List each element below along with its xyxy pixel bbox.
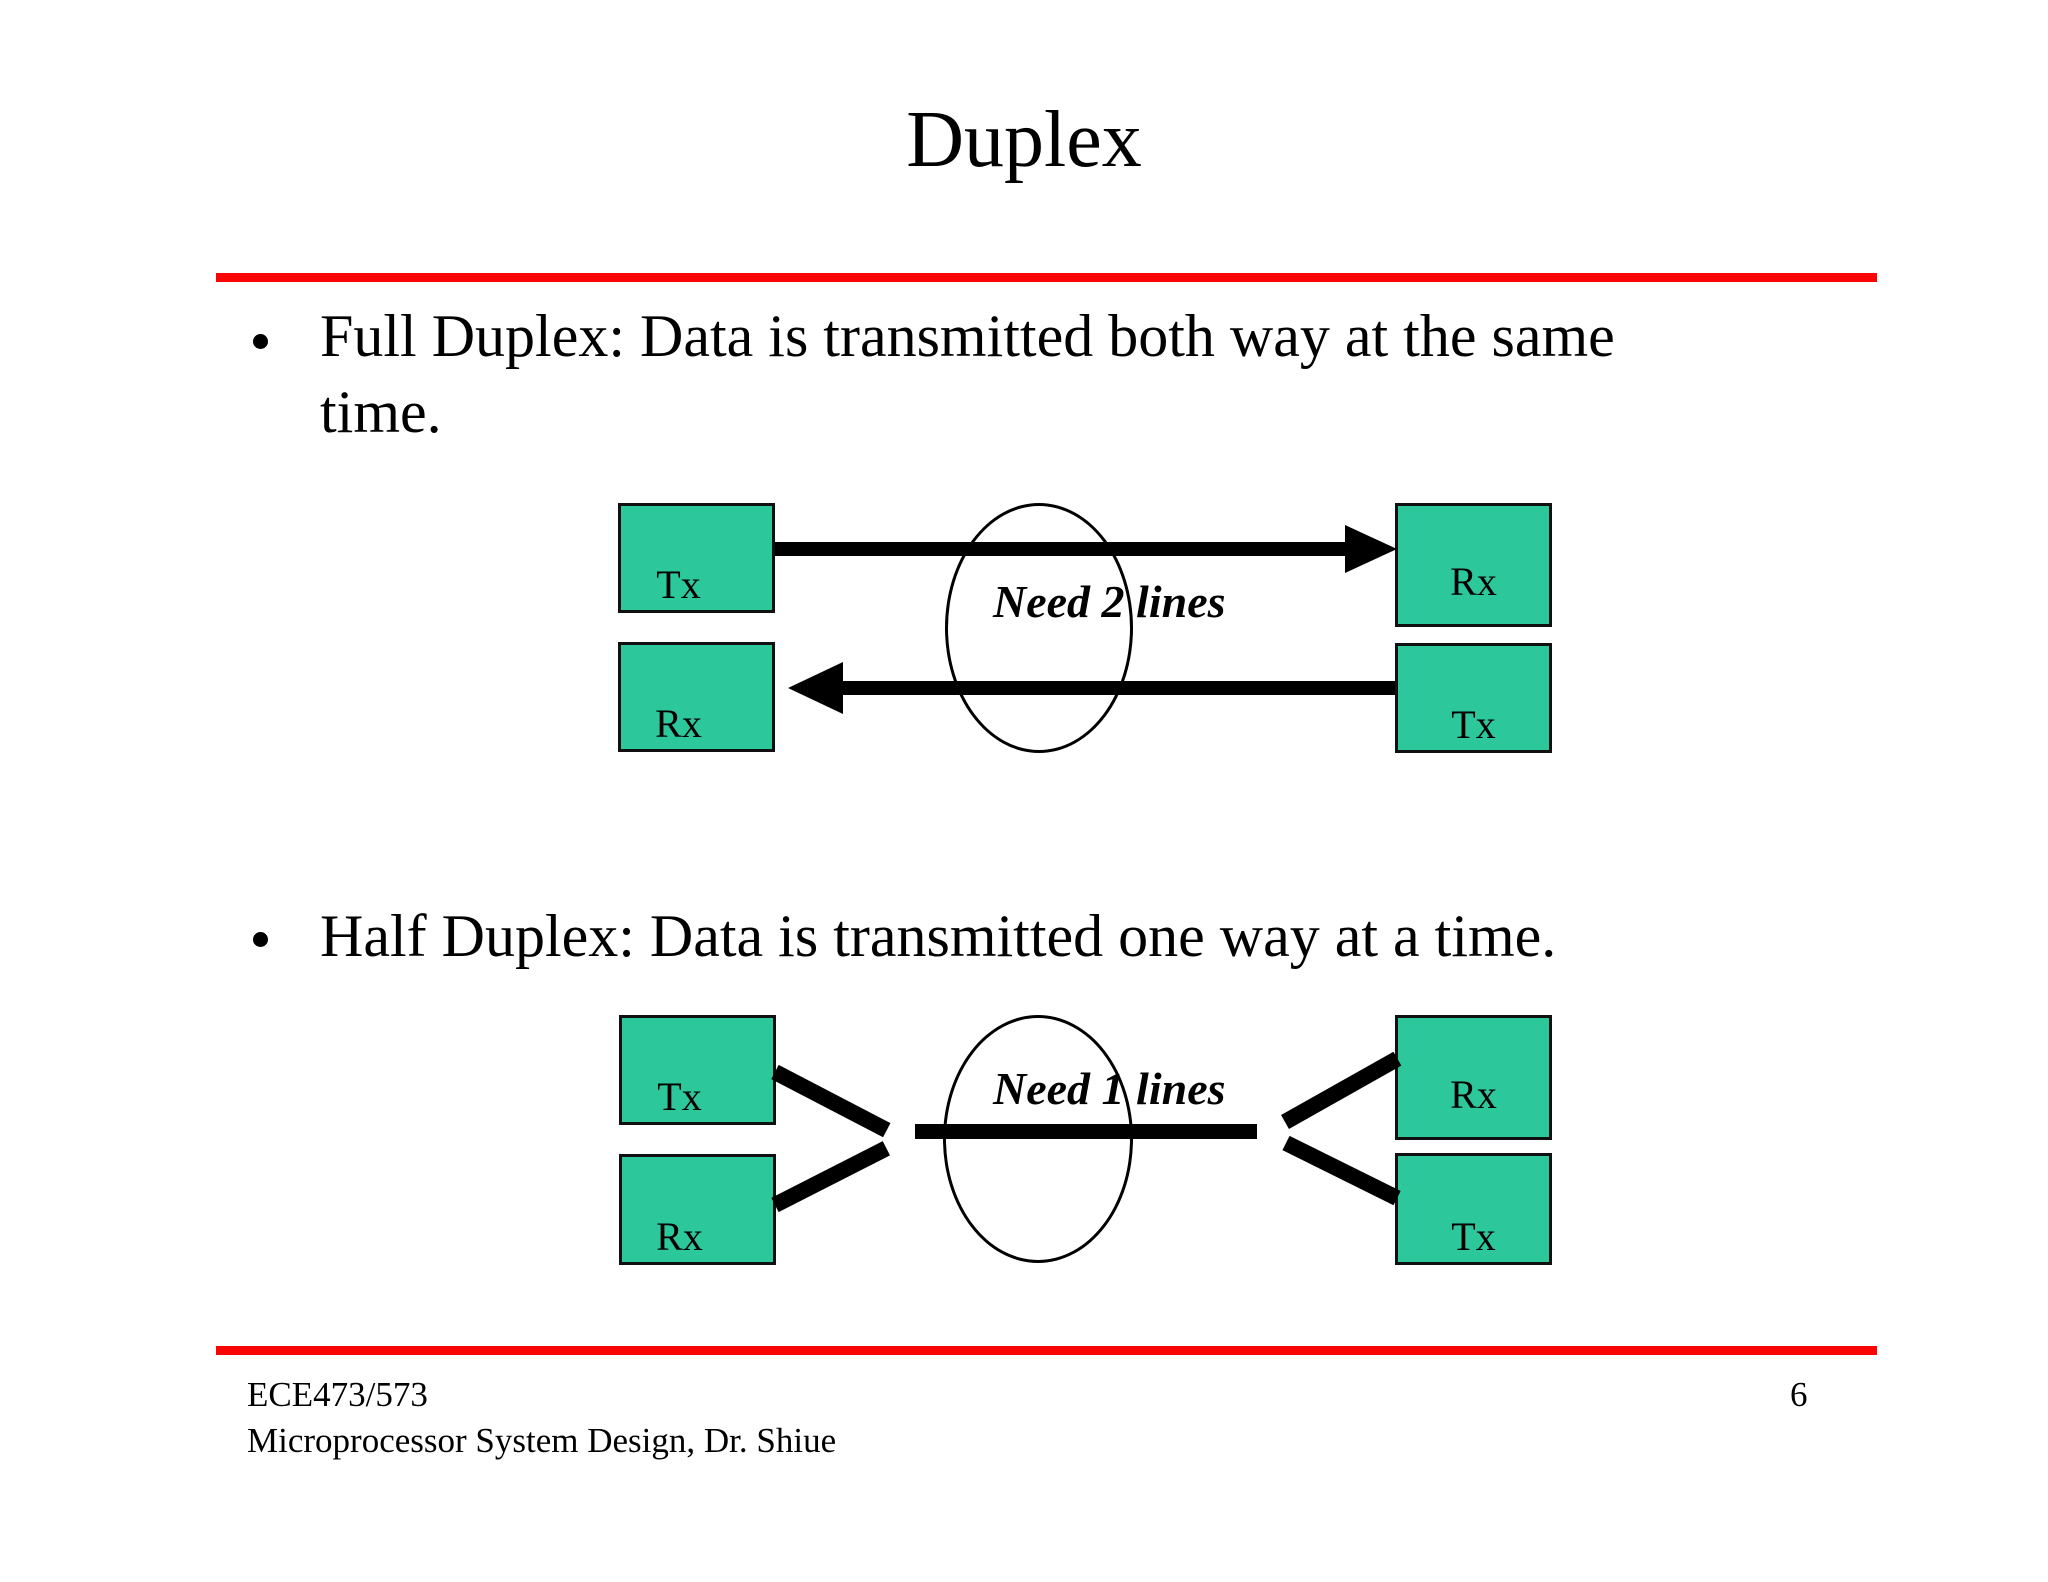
footer: ECE473/573 Microprocessor System Design,…: [247, 1372, 836, 1464]
line-from-tx-left: [771, 1064, 891, 1138]
box-label: Rx: [656, 1214, 703, 1259]
need-1-lines-label: Need 1 lines: [993, 1063, 1226, 1114]
box-label: Tx: [657, 1074, 702, 1119]
full-duplex-rx-right-box: Rx: [1395, 503, 1552, 627]
full-duplex-tx-right-box: Tx: [1395, 643, 1552, 753]
full-duplex-tx-left-box: Tx: [618, 503, 775, 613]
bullet-dot: [253, 932, 268, 947]
footer-divider-rule: [216, 1346, 1877, 1355]
bullet-full-duplex: Full Duplex: Data is transmitted both wa…: [320, 298, 1615, 450]
box-label: Tx: [1451, 702, 1496, 747]
full-duplex-rx-left-box: Rx: [618, 642, 775, 752]
shared-line: [915, 1124, 1257, 1139]
page-title: Duplex: [906, 96, 1142, 184]
line-from-rx-left: [771, 1141, 891, 1213]
arrow-right-head: [1345, 525, 1397, 573]
line-to-tx-right: [1282, 1135, 1401, 1206]
arrow-left-head: [788, 662, 843, 714]
need-2-lines-label: Need 2 lines: [993, 576, 1226, 627]
bullet-full-duplex-line1: Full Duplex: Data is transmitted both wa…: [320, 303, 1615, 369]
half-duplex-tx-left-box: Tx: [619, 1015, 776, 1125]
half-duplex-rx-left-box: Rx: [619, 1154, 776, 1265]
bullet-half-duplex: Half Duplex: Data is transmitted one way…: [320, 898, 1556, 974]
need-1-lines-ellipse: [943, 1015, 1133, 1263]
box-label: Tx: [656, 562, 701, 607]
footer-course: ECE473/573: [247, 1375, 428, 1414]
line-to-rx-right: [1281, 1051, 1402, 1129]
need-2-lines-ellipse: [945, 503, 1133, 753]
bullet-full-duplex-line2: time.: [320, 379, 442, 445]
bullet-dot: [253, 334, 268, 349]
title-divider-rule: [216, 273, 1877, 282]
box-label: Rx: [1450, 1072, 1497, 1117]
arrow-right-shaft: [775, 542, 1347, 556]
box-label: Tx: [1451, 1214, 1496, 1259]
page-number: 6: [1790, 1375, 1808, 1414]
box-label: Rx: [655, 701, 702, 746]
half-duplex-tx-right-box: Tx: [1395, 1153, 1552, 1265]
arrow-left-shaft: [840, 681, 1395, 695]
footer-subtitle: Microprocessor System Design, Dr. Shiue: [247, 1421, 837, 1460]
box-label: Rx: [1450, 559, 1497, 604]
bullet-half-duplex-line1: Half Duplex: Data is transmitted one way…: [320, 903, 1557, 969]
half-duplex-rx-right-box: Rx: [1395, 1015, 1552, 1140]
